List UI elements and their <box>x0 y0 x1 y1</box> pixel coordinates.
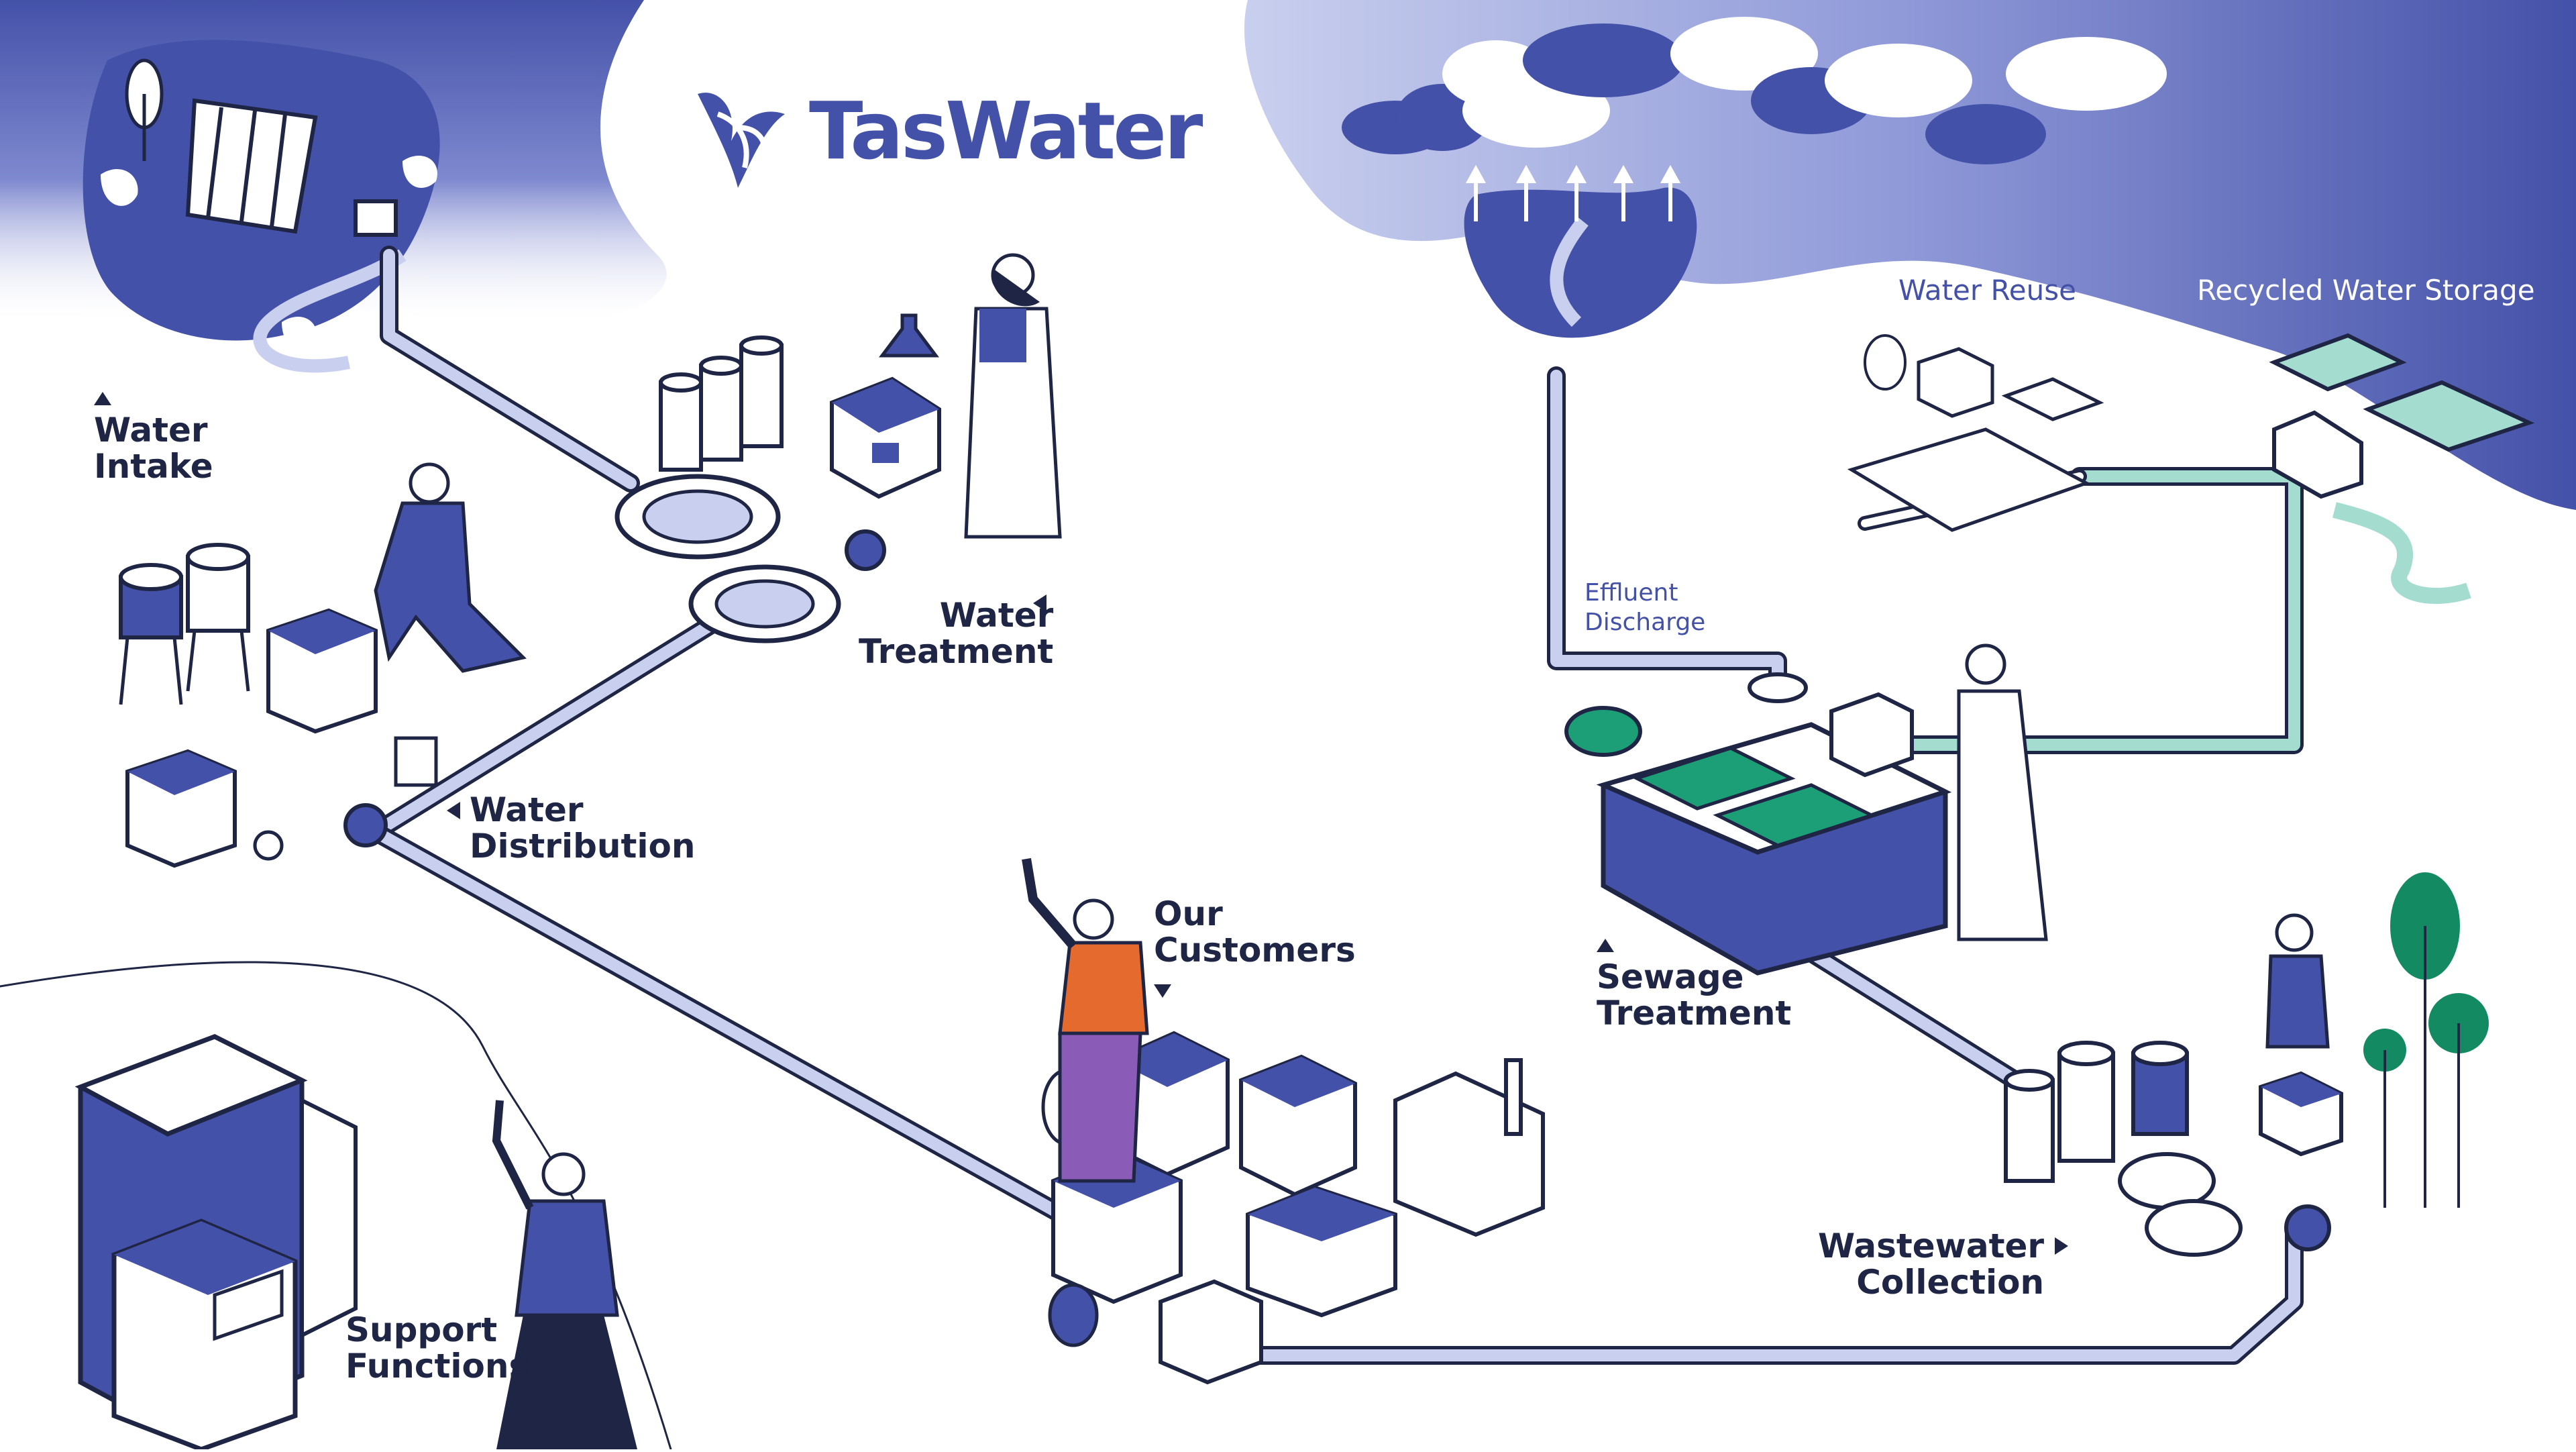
wastewater-collection-line2: Collection <box>1856 1263 2045 1302</box>
pump-icon <box>343 529 2331 1251</box>
effluent-discharge-line2: Discharge <box>1585 609 1706 636</box>
office-building-icon <box>74 1034 358 1452</box>
support-functions-line1: Support <box>345 1310 498 1349</box>
evaporation-lake <box>1464 187 1697 338</box>
triangle-up-icon <box>1597 939 1614 952</box>
label-effluent-discharge: Effluent Discharge <box>1585 578 1705 637</box>
brand-logo: TasWater <box>691 81 1203 181</box>
taswater-wave-logo <box>698 93 785 188</box>
support-worker <box>492 1100 637 1449</box>
triangle-up-icon <box>94 392 111 405</box>
label-water-treatment: Water Treatment <box>859 594 1054 671</box>
water-tank-icon <box>659 335 784 472</box>
triangle-down-icon <box>1154 984 1171 998</box>
our-customers-line2: Customers <box>1154 931 1356 970</box>
customer-person <box>1022 858 1149 1183</box>
effluent-discharge-line1: Effluent <box>1585 579 1678 607</box>
support-functions-line2: Functions <box>345 1347 529 1386</box>
storage-pond-icon <box>2269 333 2535 604</box>
wastewater-worker <box>2265 913 2330 1049</box>
water-reuse-farm <box>1847 334 2104 532</box>
sewage-scientist <box>1957 643 2048 941</box>
water-treatment-line2: Treatment <box>859 632 1054 671</box>
green-trees <box>2363 872 2489 1208</box>
distribution-worker <box>374 462 527 673</box>
tree-icon <box>101 58 437 349</box>
label-water-reuse: Water Reuse <box>1898 274 2076 307</box>
triangle-left-icon <box>1033 594 1046 612</box>
water-distribution-line2: Distribution <box>470 827 696 866</box>
wastewater-collection-line1: Wastewater <box>1818 1227 2045 1265</box>
water-tower <box>119 543 250 705</box>
water-treatment-line1: Water <box>939 596 1054 635</box>
house-icon <box>125 608 378 868</box>
cloud-icon <box>1342 17 2167 164</box>
flask-icon <box>879 313 939 358</box>
evaporation-arrow-icon <box>1465 164 1681 221</box>
label-water-intake: Water Intake <box>94 376 213 484</box>
label-wastewater-collection: Wastewater Collection <box>1818 1227 2069 1302</box>
dam-icon <box>185 98 398 237</box>
factory-icon <box>1393 1058 1545 1237</box>
intake-landscape <box>0 0 667 373</box>
label-sewage-treatment: Sewage Treatment <box>1597 923 1791 1031</box>
water-intake-line2: Intake <box>94 447 213 486</box>
water-intake-line1: Water <box>94 411 208 450</box>
pipe-network <box>0 246 2304 1451</box>
water-distribution-line1: Water <box>470 790 584 829</box>
person-icon <box>964 253 1062 539</box>
label-support-functions: Support Functions <box>345 1312 529 1384</box>
treatment-clarifier-icon <box>614 474 841 643</box>
brand-name: TasWater <box>809 85 1203 177</box>
triangle-left-icon <box>447 802 460 819</box>
treatment-building <box>830 376 941 499</box>
sewage-treatment-line1: Sewage <box>1597 957 1744 996</box>
label-water-distribution: Water Distribution <box>447 790 696 866</box>
label-our-customers: Our Customers <box>1154 896 1356 1004</box>
our-customers-line1: Our <box>1154 894 1223 933</box>
wastewater-tanks <box>2004 1041 2343 1257</box>
label-recycled-water-storage: Recycled Water Storage <box>2197 274 2535 307</box>
sewage-treatment-line2: Treatment <box>1597 994 1792 1033</box>
logo-spacer <box>691 81 792 181</box>
triangle-right-icon <box>2055 1237 2069 1255</box>
sewage-plant <box>1564 672 1952 976</box>
pressure-gauge-icon <box>253 736 438 861</box>
